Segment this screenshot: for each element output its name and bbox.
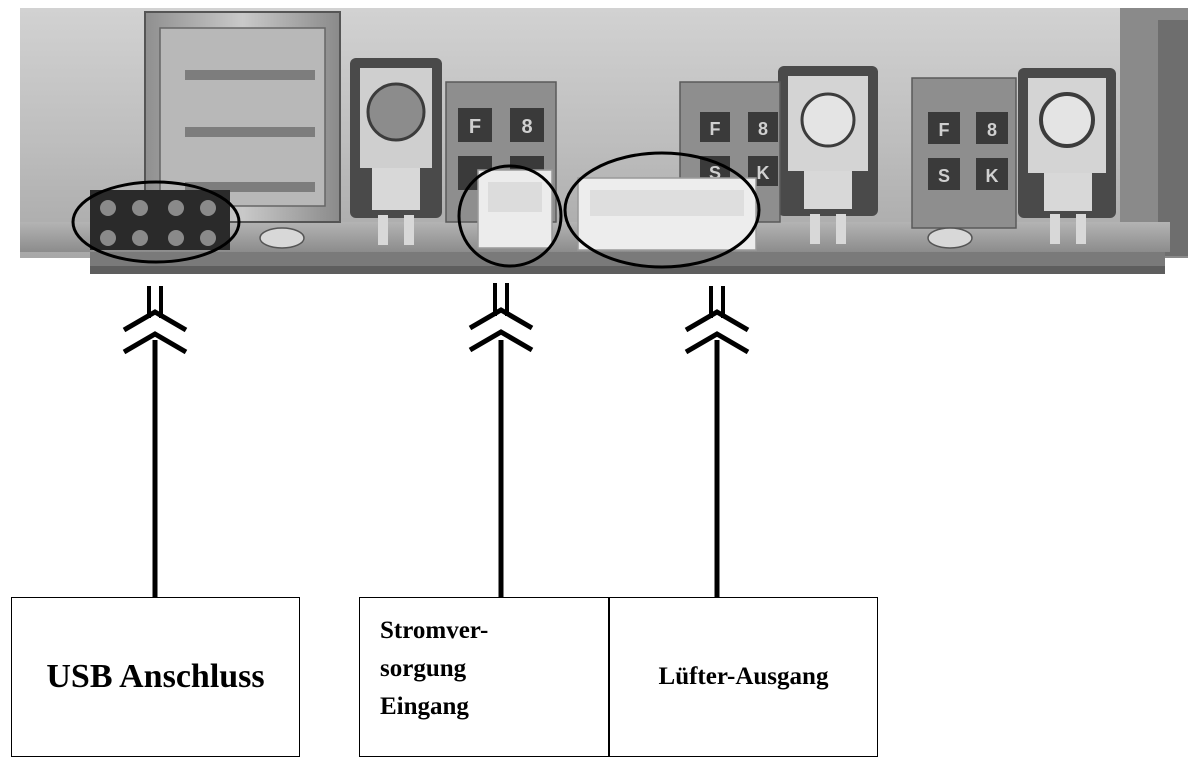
component <box>259 227 305 249</box>
label-usb-connection: USB Anschluss <box>11 597 300 757</box>
marking-k: K <box>757 163 770 183</box>
power-highlight <box>457 164 563 268</box>
fan-highlight <box>563 151 761 269</box>
arrow-power <box>468 283 534 597</box>
potentiometer <box>350 58 442 245</box>
marking-f: F <box>939 120 950 140</box>
label-fan-text: Lüfter-Ausgang <box>658 663 829 690</box>
potentiometer <box>778 66 878 244</box>
marking-f: F <box>469 116 481 138</box>
label-power-line-3: Eingang <box>380 693 469 720</box>
power-input-connector <box>477 169 553 249</box>
marking-f: F <box>710 119 721 139</box>
label-fan-output: Lüfter-Ausgang <box>609 597 878 757</box>
component <box>927 227 973 249</box>
label-usb-text: USB Anschluss <box>46 658 265 695</box>
usb-receptacle <box>144 11 341 223</box>
fan-output-connector <box>577 177 757 251</box>
usb-pin-header <box>90 190 230 250</box>
label-power-line-2: sorgung <box>380 655 467 682</box>
arrow-fan <box>684 286 750 597</box>
arrow-usb <box>122 286 188 597</box>
label-power-input: Stromver- sorgung Eingang <box>359 597 609 757</box>
label-power-line-1: Stromver- <box>380 617 489 644</box>
marking-8: 8 <box>758 119 768 139</box>
highlight-ellipses <box>71 151 761 269</box>
usb-highlight <box>71 180 241 264</box>
marking-s: S <box>938 166 950 186</box>
marking-8: 8 <box>521 116 532 138</box>
marking-k: K <box>986 166 999 186</box>
marking-8: 8 <box>987 120 997 140</box>
switch-block: F 8 S K <box>911 77 1017 229</box>
potentiometer <box>1018 68 1116 244</box>
